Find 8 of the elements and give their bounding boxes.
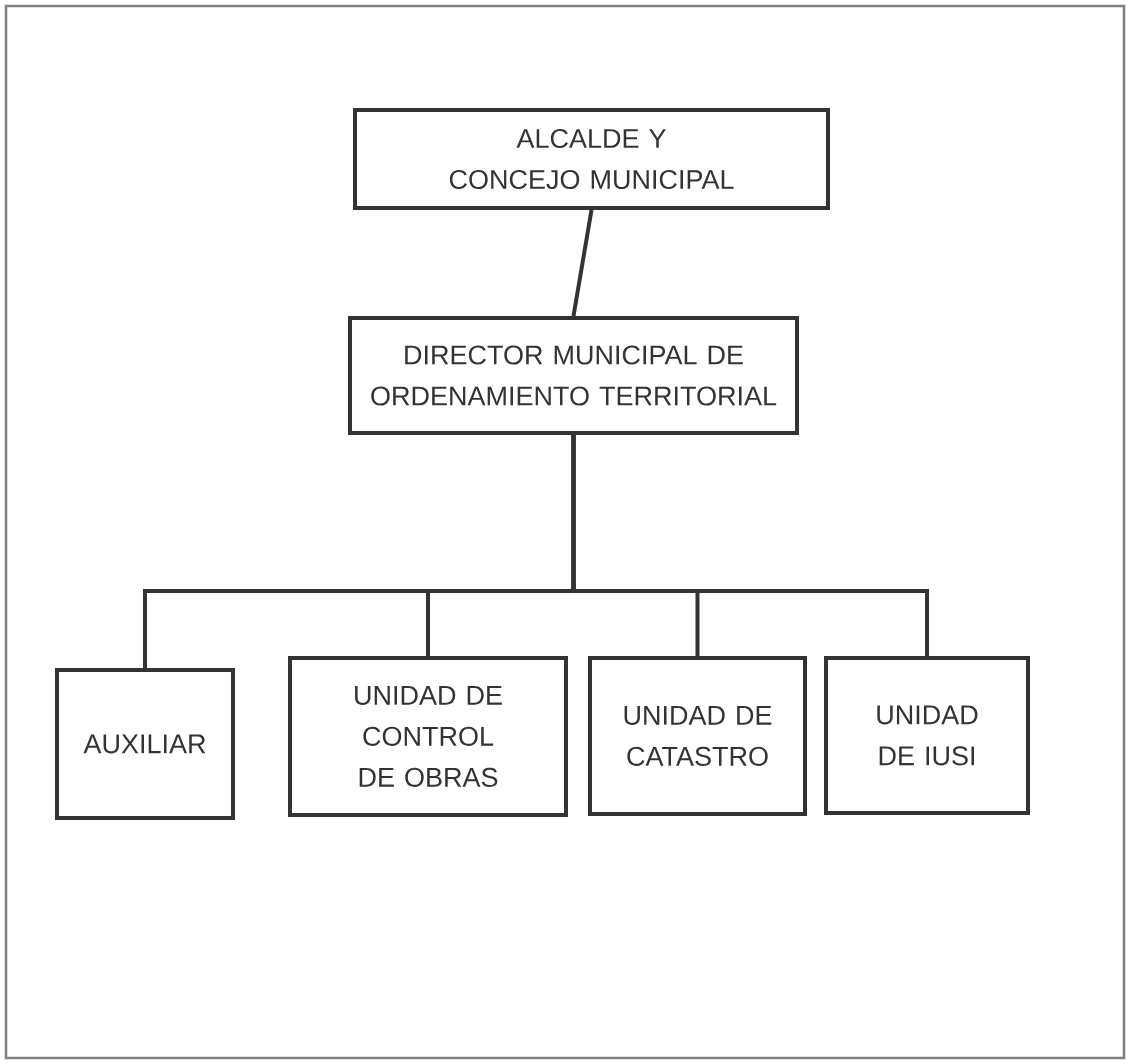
org-box: UNIDAD DE IUSI	[824, 656, 1030, 815]
org-box: DIRECTOR MUNICIPAL DE ORDENAMIENTO TERRITORIAL	[348, 316, 799, 435]
connector-line	[571, 209, 594, 317]
org-box: UNIDAD DE CONTROL DE OBRAS	[288, 656, 568, 817]
org-box: UNIDAD DE CATASTRO	[588, 656, 807, 816]
org-box: ALCALDE Y CONCEJO MUNICIPAL	[353, 108, 830, 210]
connector-line	[571, 435, 929, 656]
org-box: AUXILIAR	[55, 668, 235, 820]
